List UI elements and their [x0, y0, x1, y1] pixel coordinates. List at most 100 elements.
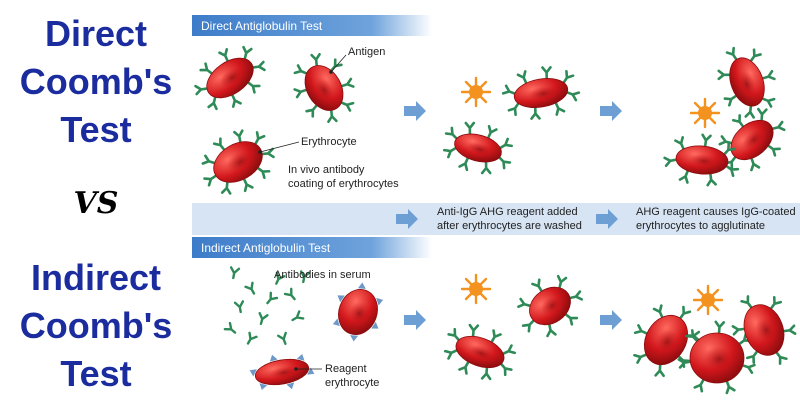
antigen-icon	[331, 318, 340, 328]
antibody-icon	[782, 324, 797, 337]
erythrocyte	[717, 46, 776, 119]
antibody-icon	[678, 168, 693, 184]
antibody-icon	[756, 107, 768, 121]
antigen-icon	[357, 282, 367, 289]
antibody-icon	[220, 181, 233, 195]
erythrocyte-dimple	[269, 366, 299, 380]
erythrocyte-leader	[259, 141, 300, 153]
indirect-title: Indirect Coomb's Test	[0, 254, 192, 398]
antibody-icon	[239, 177, 254, 193]
vs-text: VS	[73, 186, 119, 221]
antibody-icon	[717, 69, 731, 81]
step2-line-2: erythrocytes to agglutinate	[636, 220, 765, 232]
antibody-icon	[771, 120, 786, 134]
ahg-molecule	[460, 273, 492, 305]
erythrocyte	[293, 52, 355, 124]
erythrocyte	[194, 45, 266, 111]
antibody-icon	[654, 364, 666, 378]
antibody-icon	[339, 97, 355, 112]
antibody-icon	[293, 85, 308, 99]
indirect-title-line-3: Test	[60, 353, 132, 394]
erythrocyte	[501, 66, 581, 120]
antibody-icon	[244, 281, 259, 297]
erythrocyte	[731, 295, 797, 365]
ahg-molecule	[689, 97, 721, 129]
erythrocyte-label: Erythrocyte	[301, 136, 357, 148]
antibodies-serum-label: Antibodies in serum	[274, 269, 371, 281]
antibody-icon	[731, 323, 746, 336]
antibody-icon	[443, 345, 459, 360]
antibody-icon	[263, 291, 279, 307]
antibody-icon	[239, 45, 253, 61]
erythrocyte	[718, 107, 786, 172]
antibody-icon	[201, 154, 217, 168]
antigen-icon	[268, 353, 278, 362]
erythrocyte-dimple	[468, 345, 495, 362]
antigen-icon	[349, 335, 359, 342]
direct-header-bar	[192, 15, 432, 36]
antibody-icon	[255, 311, 269, 327]
erythrocyte	[633, 304, 701, 378]
direct-title-line-3: Test	[60, 109, 132, 150]
antibody-icon	[741, 360, 756, 374]
erythrocyte	[443, 121, 513, 175]
direct-title-line-2: Coomb's	[19, 61, 173, 102]
step1-line-1: Anti-IgG AHG reagent added	[437, 206, 578, 218]
antibody-icon	[243, 331, 258, 347]
antibody-icon	[326, 109, 338, 124]
direct-title-line-1: Direct	[44, 13, 148, 54]
antibody-icon	[700, 133, 712, 148]
antigen-leader	[330, 54, 347, 73]
antibody-icon	[568, 290, 584, 303]
indirect-title-line-1: Indirect	[30, 257, 162, 298]
erythrocyte-dimple	[314, 78, 335, 103]
erythrocyte-dimple	[348, 302, 371, 326]
antibody-icon	[480, 367, 493, 381]
erythrocyte	[677, 320, 756, 395]
antibody-icon	[554, 274, 568, 290]
erythrocyte	[443, 323, 517, 381]
antigen-icon	[286, 382, 296, 391]
antibody-icon	[464, 121, 476, 135]
erythrocyte-dimple	[689, 154, 719, 169]
erythrocyte-dimple	[755, 317, 778, 343]
ahg-molecule	[460, 76, 492, 108]
erythrocyte-dimple	[742, 129, 766, 150]
left-title: Direct Coomb's Test VS Indirect Coomb's …	[0, 0, 192, 420]
antibody-icon	[207, 95, 221, 111]
antibody-icon	[652, 304, 667, 320]
antibody-icon	[480, 161, 492, 175]
antibody-icon	[713, 320, 726, 334]
antibody-icon	[633, 350, 649, 364]
indirect-arrow-2	[600, 310, 622, 330]
antibody-icon	[340, 77, 355, 91]
antibody-icon	[541, 66, 552, 79]
antibody-icon	[261, 147, 275, 160]
antibody-icon	[252, 60, 266, 73]
antibody-icon	[761, 69, 776, 84]
invivo-label-line-2: coating of erythrocytes	[288, 178, 399, 190]
antibody-icon	[544, 323, 557, 338]
antibody-icon	[530, 107, 541, 120]
invivo-label-line-1: In vivo antibody	[288, 164, 365, 176]
erythrocyte-dimple	[737, 71, 756, 98]
antibody-icon	[746, 156, 761, 172]
antiglobulin-diagram: Direct Antiglobulin Test Anti-IgG AHG re…	[192, 15, 800, 395]
antibody-icon	[276, 331, 291, 347]
step-band	[192, 203, 800, 235]
antibody-icon	[705, 173, 717, 187]
antibody-icon	[283, 287, 299, 303]
antibody-icon	[565, 87, 581, 102]
antibody-icon	[633, 324, 649, 339]
indirect-header-bar	[192, 237, 432, 258]
ahg-molecule	[692, 284, 724, 316]
direct-title: Direct Coomb's Test	[0, 10, 192, 154]
antigen-label: Antigen	[348, 46, 385, 58]
indirect-header: Indirect Antiglobulin Test	[201, 241, 331, 255]
antibody-icon	[517, 297, 532, 311]
indirect-arrow-1	[404, 310, 426, 330]
antibody-icon	[233, 129, 246, 144]
step1-line-2: after erythrocytes are washed	[437, 220, 582, 232]
erythrocyte-dimple	[541, 295, 564, 316]
erythrocyte	[201, 129, 275, 195]
